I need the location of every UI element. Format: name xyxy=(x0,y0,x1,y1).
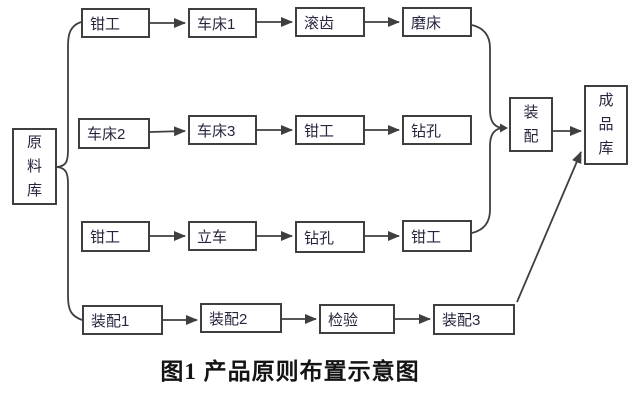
process-box-r3c1: 钳工 xyxy=(81,221,150,252)
process-box-r3c3: 钻孔 xyxy=(295,221,365,253)
raw-material-store-box: 原料库 xyxy=(12,128,57,205)
arrow-r2-1 xyxy=(149,126,186,137)
process-box-label: 检验 xyxy=(328,311,359,329)
assembly-label: 装配 xyxy=(523,103,539,145)
process-box-r2c4: 钻孔 xyxy=(402,115,472,145)
process-box-r4c3: 检验 xyxy=(319,304,395,334)
process-box-r1c3: 滚齿 xyxy=(295,7,365,37)
process-box-label: 装配3 xyxy=(442,312,481,329)
process-box-r3c4: 钳工 xyxy=(402,220,472,252)
process-box-label: 车床3 xyxy=(197,122,236,140)
process-box-label: 磨床 xyxy=(411,14,442,32)
right-brace xyxy=(471,24,502,234)
process-box-label: 钳工 xyxy=(90,15,121,33)
process-box-r4c2: 装配2 xyxy=(200,303,282,333)
left-brace xyxy=(56,21,83,321)
process-box-r2c3: 钳工 xyxy=(295,115,365,145)
process-box-r1c1: 钳工 xyxy=(81,8,150,38)
right-brace-arrowhead xyxy=(500,123,508,133)
process-box-r3c2: 立车 xyxy=(188,221,257,251)
process-box-label: 钻孔 xyxy=(304,229,335,247)
process-box-r4c4: 装配3 xyxy=(433,304,515,335)
process-box-label: 滚齿 xyxy=(304,14,335,32)
process-box-label: 钻孔 xyxy=(411,122,442,140)
process-box-label: 钳工 xyxy=(411,228,442,246)
process-box-r4c1: 装配1 xyxy=(82,305,163,335)
process-box-label: 装配2 xyxy=(209,310,248,328)
process-box-label: 车床1 xyxy=(197,15,236,33)
finished-goods-store-box: 成品库 xyxy=(584,85,628,165)
process-box-label: 装配1 xyxy=(91,312,130,330)
finished-goods-store-label: 成品库 xyxy=(598,92,614,157)
figure-caption: 图1 产品原则布置示意图 xyxy=(160,359,420,384)
process-box-r1c4: 磨床 xyxy=(402,7,472,37)
raw-material-store-label: 原料库 xyxy=(26,133,42,199)
assembly-box: 装配 xyxy=(509,97,553,152)
process-box-label: 车床2 xyxy=(87,126,126,143)
process-box-label: 钳工 xyxy=(304,122,335,140)
process-box-label: 立车 xyxy=(197,228,228,246)
process-box-r1c2: 车床1 xyxy=(188,8,257,38)
process-box-r2c1: 车床2 xyxy=(78,118,150,149)
process-box-r2c2: 车床3 xyxy=(188,115,257,145)
process-box-label: 钳工 xyxy=(90,229,121,246)
arrow-assembly3-finished xyxy=(516,151,582,303)
